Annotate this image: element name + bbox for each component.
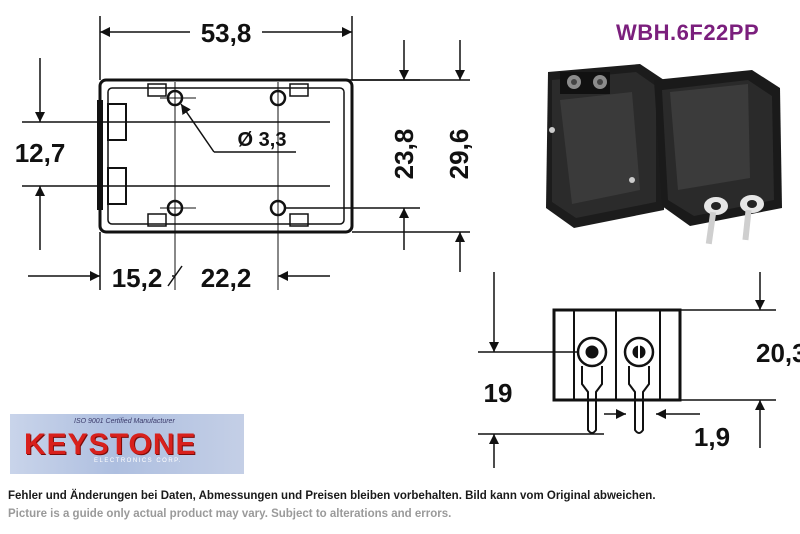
product-photo xyxy=(546,64,782,245)
dim-hole-diameter xyxy=(180,103,296,153)
logo-iso-text: ISO 9001 Certified Manufacturer xyxy=(74,418,175,425)
dim-hole-spacing-label: 22,2 xyxy=(201,263,252,293)
dim-hole-height-label: 23,8 xyxy=(389,129,419,180)
dim-hole-diameter-label: Ø 3,3 xyxy=(238,129,287,151)
disclaimer-german: Fehler und Änderungen bei Daten, Abmessu… xyxy=(8,490,656,502)
top-view-drawing xyxy=(97,78,354,290)
keystone-logo: ISO 9001 Certified Manufacturer KEYSTONE… xyxy=(10,414,244,474)
part-number: WBH.6F22PP xyxy=(616,20,760,45)
dim-hole-height xyxy=(278,40,420,250)
dim-length-overall xyxy=(99,16,353,80)
dim-length-overall-label: 53,8 xyxy=(201,18,252,48)
dim-first-hole-offset-label: 15,2 xyxy=(112,263,163,293)
dim-terminal-length xyxy=(478,272,604,468)
logo-brand: KEYSTONE xyxy=(24,428,197,461)
dim-offsets xyxy=(28,232,330,290)
dim-terminal-length-label: 19 xyxy=(484,378,513,408)
logo-subtitle: ELECTRONICS CORP. xyxy=(94,458,183,464)
dim-height-overall xyxy=(352,40,470,272)
dim-terminal-spacing-label: 12,7 xyxy=(15,138,66,168)
disclaimer-english: Picture is a guide only actual product m… xyxy=(8,508,452,520)
dim-terminal-spacing xyxy=(22,58,126,250)
dim-pin-spacing-label: 1,9 xyxy=(694,422,730,452)
dim-side-height-label: 20,3 xyxy=(756,338,800,368)
dim-side-height xyxy=(680,272,776,448)
dim-height-overall-label: 29,6 xyxy=(444,129,474,180)
